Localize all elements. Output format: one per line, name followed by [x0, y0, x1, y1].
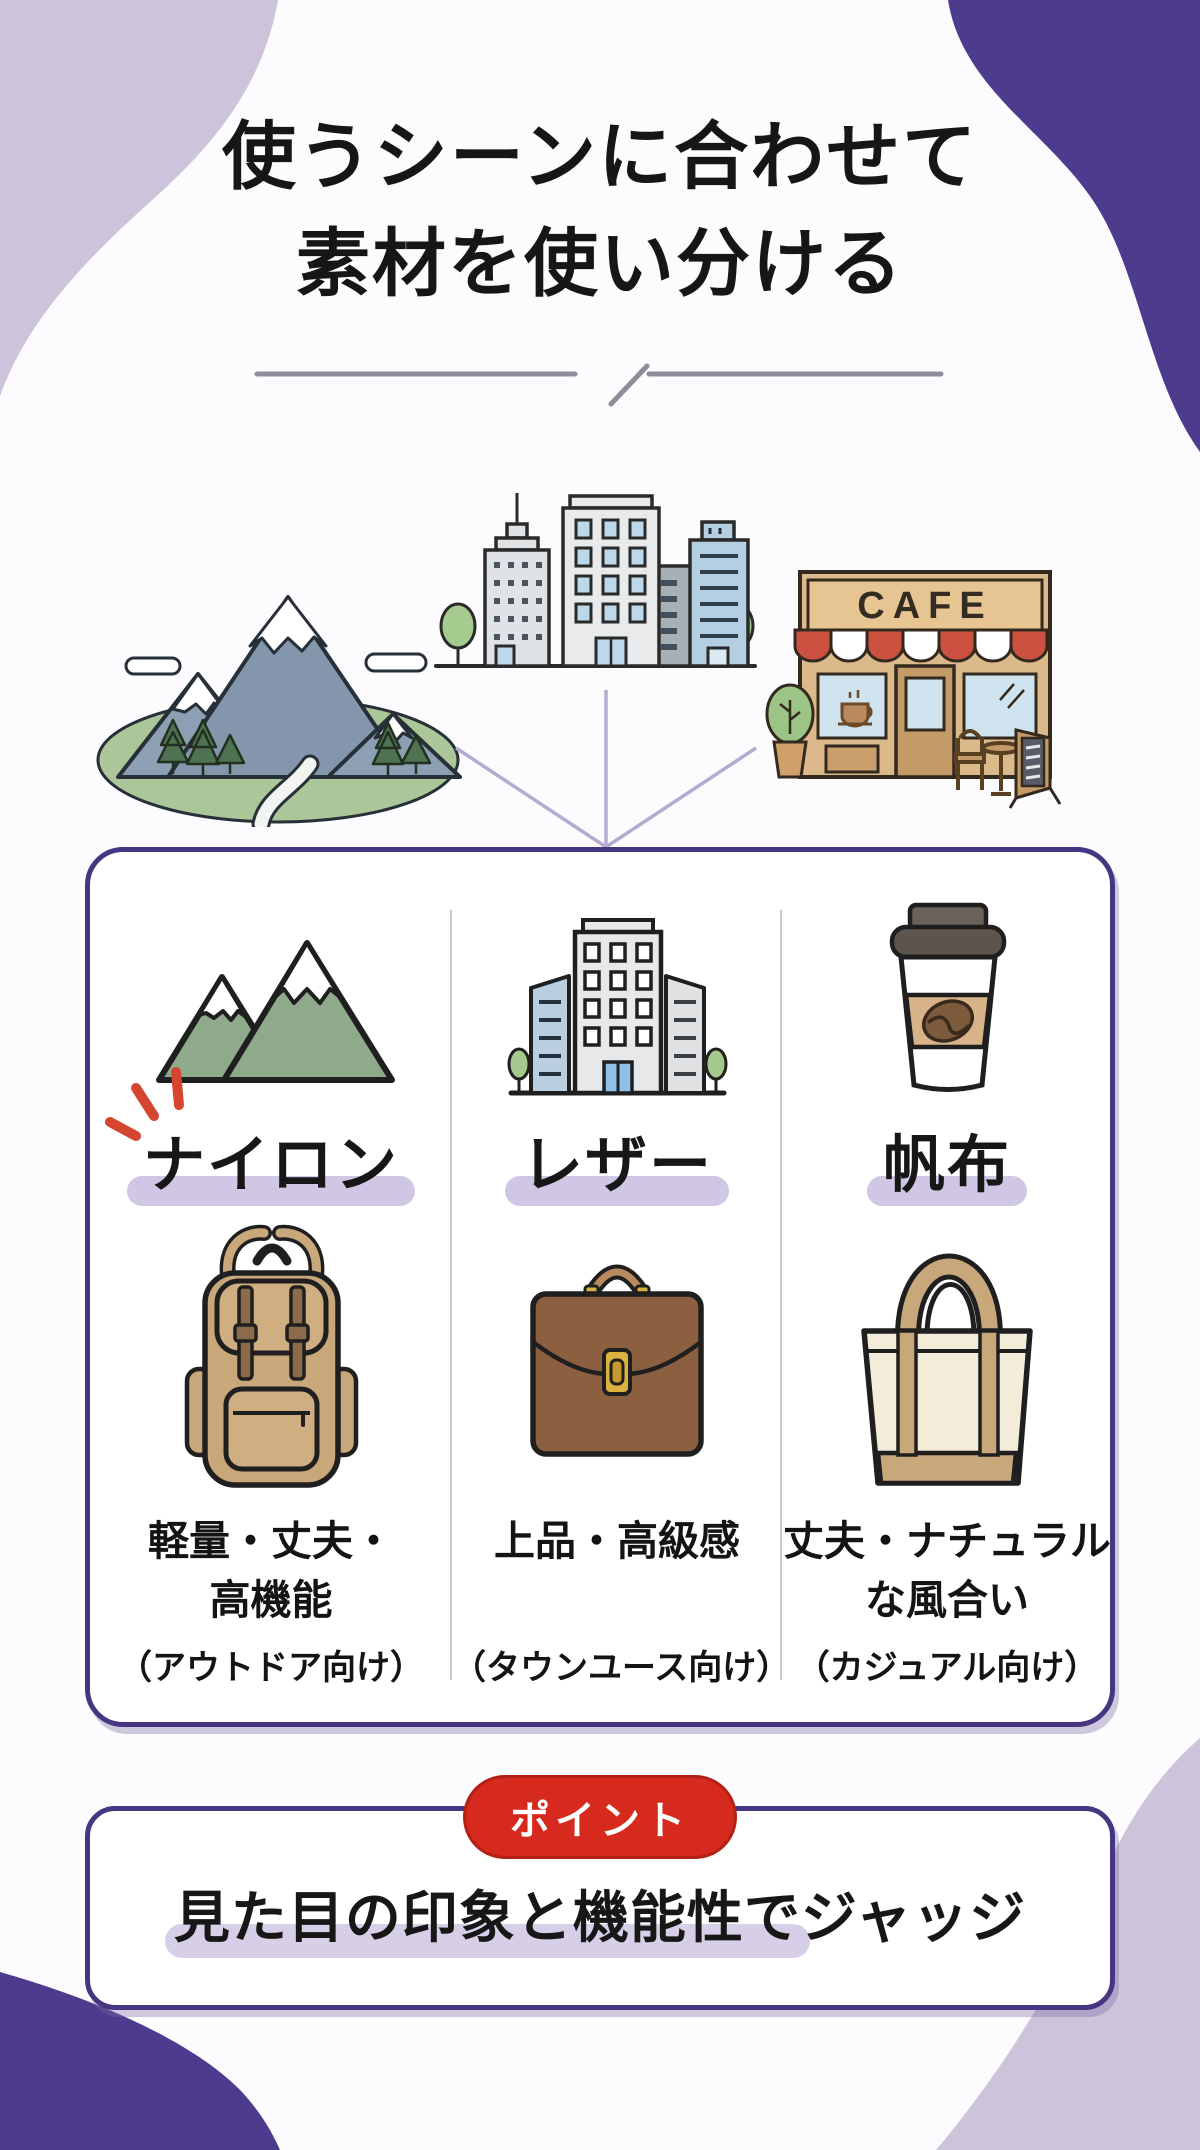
feature-line: 軽量・丈夫・ [148, 1518, 394, 1564]
material-features: 丈夫・ナチュラル な風合い [783, 1512, 1111, 1632]
tote-bag-icon [861, 1253, 1033, 1486]
feature-line: 高機能 [209, 1577, 333, 1624]
material-column-nylon: ナイロン [90, 852, 452, 1722]
material-name-text: ナイロン [142, 1131, 399, 1200]
emphasis-marks-icon [105, 1067, 184, 1141]
material-audience: （アウトドア向け） [118, 1649, 424, 1687]
material-audience: （タウンユース向け） [452, 1649, 791, 1687]
feature-line: 上品・高級感 [494, 1518, 740, 1564]
point-callout-box: ポイント 見た目の印象と機能性でジャッジ [85, 1775, 1115, 2010]
briefcase-icon [529, 1264, 704, 1457]
cafe-scene-illustration: CAFE [765, 570, 1062, 809]
page-title-line1: 使うシーンに合わせて [221, 115, 979, 198]
column-divider [780, 910, 782, 1680]
backpack-icon [184, 1224, 358, 1488]
point-text: 見た目の印象と機能性でジャッジ [173, 1886, 1027, 1949]
bag-icon-slot [452, 1204, 782, 1510]
material-name-text: 帆布 [882, 1131, 1011, 1200]
mountain-scene-illustration [96, 595, 462, 827]
point-text-wrap: 見た目の印象と機能性でジャッジ [90, 1873, 1110, 1958]
title-separator-line [254, 363, 944, 407]
material-column-canvas: 帆布 丈夫・ナチュラル な風合 [782, 852, 1112, 1722]
material-name-nylon: ナイロン [126, 1114, 415, 1206]
material-features: 上品・高級感 [494, 1512, 740, 1632]
material-features: 軽量・丈夫・ 高機能 [148, 1512, 394, 1632]
page-title-line2: 素材を使い分ける [296, 221, 904, 305]
scene-icon-slot [782, 852, 1112, 1104]
material-audience: （カジュアル向け） [795, 1649, 1099, 1687]
feature-line: 丈夫・ナチュラル [783, 1518, 1111, 1564]
feature-line: な風合い [865, 1577, 1029, 1624]
point-text-highlight [165, 1924, 810, 1958]
building-icon [507, 918, 727, 1096]
material-name-canvas: 帆布 [866, 1114, 1027, 1206]
material-comparison-box: ナイロン [85, 847, 1115, 1727]
material-column-leather: レザー 上品・高級感 （タウンユース向け） [452, 852, 791, 1722]
bag-icon-slot [90, 1204, 452, 1510]
point-badge: ポイント [463, 1775, 737, 1859]
bag-icon-slot [782, 1204, 1112, 1510]
column-divider [450, 910, 452, 1680]
material-name-leather: レザー [504, 1114, 729, 1206]
scene-icon-slot [452, 852, 782, 1104]
material-name-text: レザー [520, 1131, 713, 1200]
scene-connector-lines [455, 690, 757, 849]
coffee-cup-icon [889, 902, 1006, 1092]
city-scene-illustration [434, 493, 757, 668]
scene-icon-slot [90, 852, 452, 1104]
cafe-sign-text: CAFE [857, 585, 992, 627]
mountain-icon [155, 940, 395, 1083]
page-title: 使うシーンに合わせて 素材を使い分ける [0, 104, 1200, 317]
